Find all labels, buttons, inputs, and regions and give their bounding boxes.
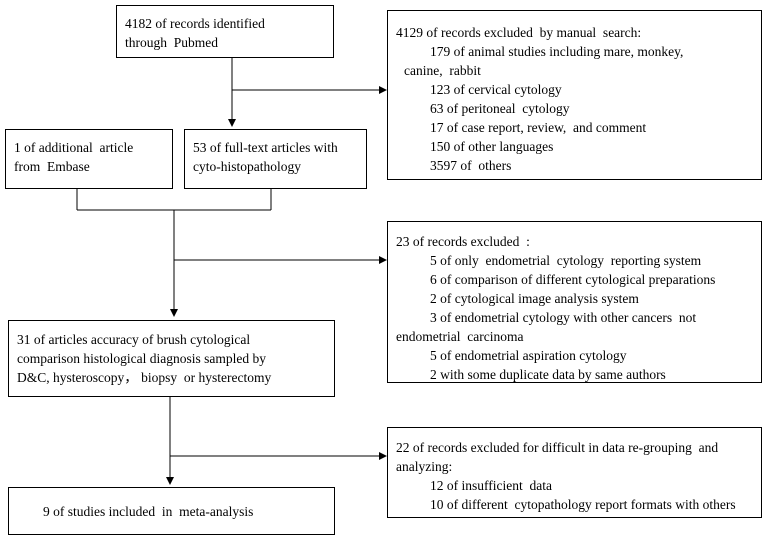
excluded-23-item: 2 with some duplicate data by same autho… bbox=[430, 367, 666, 382]
excluded-manual-item: 63 of peritoneal cytology bbox=[430, 101, 570, 116]
excluded-manual-item: 150 of other languages bbox=[430, 139, 554, 154]
excluded-22-line-2: analyzing: bbox=[396, 459, 453, 474]
excluded-23-item: 3 of endometrial cytology with other can… bbox=[430, 310, 697, 325]
excluded-23-box: 23 of records excluded : 5 of only endom… bbox=[387, 221, 762, 383]
excluded-22-item: 12 of insufficient data bbox=[430, 478, 552, 493]
meta-analysis-box: 9 of studies included in meta-analysis bbox=[8, 487, 335, 535]
fulltext-articles-box: 53 of full-text articles with cyto-histo… bbox=[184, 129, 367, 189]
meta-line-1: 9 of studies included in meta-analysis bbox=[43, 504, 254, 519]
embase-line-2: from Embase bbox=[14, 159, 90, 174]
excluded-22-box: 22 of records excluded for difficult in … bbox=[387, 427, 762, 518]
excluded-manual-search-box: 4129 of records excluded by manual searc… bbox=[387, 10, 762, 180]
accuracy-line-1: 31 of articles accuracy of brush cytolog… bbox=[17, 332, 251, 347]
excluded-manual-item: 17 of case report, review, and comment bbox=[430, 120, 647, 135]
excluded-manual-heading: 4129 of records excluded by manual searc… bbox=[396, 25, 642, 40]
pubmed-line-2: through Pubmed bbox=[125, 35, 218, 50]
excluded-23-item: endometrial carcinoma bbox=[396, 329, 524, 344]
excluded-manual-item: 3597 of others bbox=[430, 158, 512, 173]
excluded-23-item: 6 of comparison of different cytological… bbox=[430, 272, 716, 287]
accuracy-line-3: D&C, hysteroscopy， biopsy or hysterectom… bbox=[17, 370, 272, 385]
embase-article-box: 1 of additional article from Embase bbox=[5, 129, 173, 189]
fulltext-line-1: 53 of full-text articles with bbox=[193, 140, 338, 155]
excluded-22-line-1: 22 of records excluded for difficult in … bbox=[396, 440, 719, 455]
excluded-22-item: 10 of different cytopathology report for… bbox=[430, 497, 736, 512]
embase-line-1: 1 of additional article bbox=[14, 140, 134, 155]
excluded-manual-item: 179 of animal studies including mare, mo… bbox=[430, 44, 684, 59]
accuracy-articles-box: 31 of articles accuracy of brush cytolog… bbox=[8, 320, 335, 397]
pubmed-line-1: 4182 of records identified bbox=[125, 16, 265, 31]
pubmed-records-box: 4182 of records identified through Pubme… bbox=[116, 5, 334, 58]
excluded-23-item: 2 of cytological image analysis system bbox=[430, 291, 639, 306]
accuracy-line-2: comparison histological diagnosis sample… bbox=[17, 351, 266, 366]
excluded-23-item: 5 of only endometrial cytology reporting… bbox=[430, 253, 702, 268]
excluded-23-item: 5 of endometrial aspiration cytology bbox=[430, 348, 627, 363]
excluded-manual-item: 123 of cervical cytology bbox=[430, 82, 562, 97]
excluded-manual-item: canine, rabbit bbox=[404, 63, 481, 78]
excluded-23-heading: 23 of records excluded : bbox=[396, 234, 530, 249]
fulltext-line-2: cyto-histopathology bbox=[193, 159, 301, 174]
